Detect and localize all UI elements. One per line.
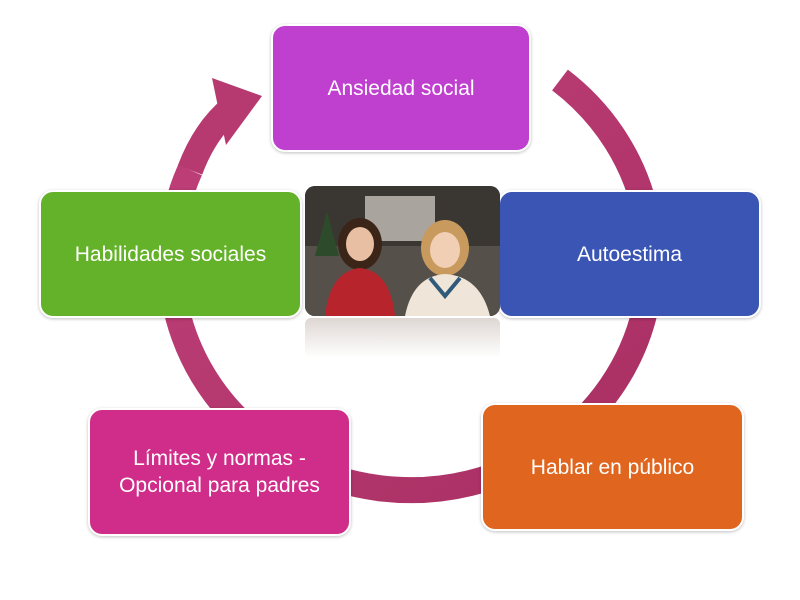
photo-illustration [305,186,500,316]
node-label: Habilidades sociales [74,242,267,266]
node-label: Límites y normas - Opcional para padres [119,447,320,497]
node-label: Ansiedad social [327,76,475,100]
node-hablar-en-publico: Hablar en público [481,403,744,531]
node-label: Autoestima [576,242,683,266]
node-limites-y-normas: Límites y normas - Opcional para padres [88,408,351,536]
node-ansiedad-social: Ansiedad social [271,24,531,152]
node-autoestima: Autoestima [498,190,761,318]
center-photo [305,186,500,316]
node-label: Hablar en público [530,455,695,479]
node-habilidades-sociales: Habilidades sociales [39,190,302,318]
photo-reflection [305,318,500,358]
